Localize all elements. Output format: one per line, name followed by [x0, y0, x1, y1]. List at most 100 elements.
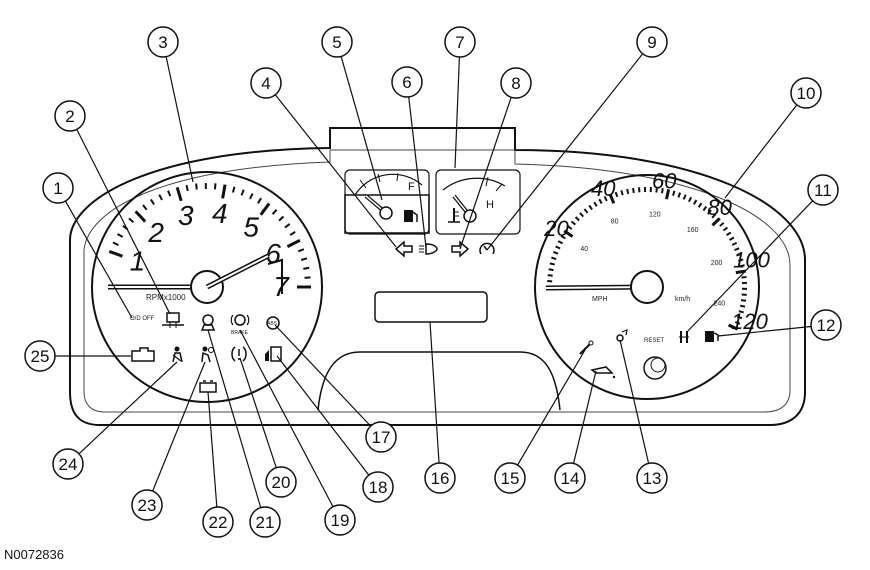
abs-icon: ABS	[266, 316, 280, 330]
kmh-scale-label: 80	[611, 218, 619, 225]
callout-5: 5	[321, 26, 353, 58]
speedo-tick	[740, 299, 747, 302]
callout-8: 8	[500, 67, 532, 99]
coolant-temp-icon	[448, 208, 460, 223]
tach-tick	[278, 215, 285, 222]
callout-number: 8	[511, 74, 520, 93]
low-fuel-icon	[705, 331, 719, 342]
tach-scale-label: 3	[178, 200, 194, 231]
leader-line	[717, 325, 812, 337]
speedo-tick	[697, 202, 703, 208]
speedo-tick	[722, 226, 728, 232]
tach-tick	[284, 223, 291, 229]
callout-number: 15	[501, 469, 520, 488]
leader-line	[239, 329, 334, 508]
callout-number: 21	[256, 513, 275, 532]
tach-tick	[259, 202, 271, 216]
leader-line	[408, 96, 427, 248]
tach-scale-label: 5	[243, 212, 259, 243]
callout-22: 22	[202, 506, 234, 538]
callout-23: 23	[131, 489, 163, 521]
leader-line	[517, 349, 586, 466]
callout-number: 19	[331, 511, 350, 530]
speedo-tick	[738, 310, 744, 314]
leader-line	[165, 56, 194, 183]
callout-number: 14	[561, 469, 580, 488]
tach-tick	[257, 197, 262, 204]
callout-number: 9	[647, 33, 656, 52]
charging-icon	[616, 329, 628, 342]
leader-line	[454, 56, 461, 169]
leader-line	[340, 56, 383, 201]
tach-unit-label: RPMx1000	[146, 293, 186, 302]
callout-number: 20	[272, 473, 291, 492]
tach-tick	[185, 184, 189, 192]
airbag-icon	[201, 346, 214, 363]
tach-tick	[142, 204, 148, 211]
speedo-tick	[620, 190, 624, 196]
headlamp-icon	[419, 243, 438, 255]
tach-redline	[267, 258, 283, 294]
tach-tick	[271, 209, 278, 215]
speedo-tick	[555, 245, 561, 250]
od-off-indicator: O/D OFF	[130, 316, 155, 322]
speedo-tick	[711, 213, 717, 219]
speed-control-icon	[479, 242, 495, 255]
tach-tick	[286, 238, 301, 248]
leader-line	[239, 357, 277, 468]
mph-scale-label: 120	[731, 309, 768, 334]
four-by-four-icon	[679, 331, 689, 343]
speedo-tick	[738, 258, 744, 262]
reset-button-label: RESET	[644, 338, 664, 344]
mph-scale-label: 80	[707, 195, 732, 220]
speedo-tick	[552, 251, 559, 255]
tach-tick	[158, 194, 163, 201]
callout-number: 13	[643, 469, 662, 488]
speedo-tick	[682, 194, 687, 200]
speedo-tick	[588, 204, 593, 211]
speedo-tick	[548, 268, 554, 272]
mph-label: MPH	[592, 296, 608, 303]
wrench-icon	[579, 340, 594, 355]
abs-label: ABS	[267, 321, 278, 327]
callout-25: 25	[24, 340, 56, 372]
speedo-tick	[687, 196, 692, 203]
speedo-tick	[560, 235, 566, 240]
tach-scale-label: 2	[147, 217, 164, 248]
tach-tick	[297, 248, 305, 253]
callout-number: 18	[369, 478, 388, 497]
speedo-tick	[707, 209, 712, 215]
speedo-tick	[727, 323, 739, 331]
kmh-scale-label: 120	[649, 211, 661, 218]
speedo-tick	[557, 240, 564, 245]
leader-line	[78, 361, 178, 455]
speedo-tick	[677, 192, 682, 198]
tach-tick	[108, 250, 123, 258]
speedo-tick	[567, 225, 573, 230]
leader-line	[152, 361, 206, 492]
leader-line	[207, 391, 218, 508]
speedo-tick	[598, 198, 603, 204]
leader-line	[429, 321, 440, 464]
oil-pressure-icon	[590, 366, 616, 379]
tach-tick	[303, 266, 310, 270]
speedo-tick	[549, 262, 555, 266]
speedo-tick	[734, 321, 741, 325]
speedo-tick	[735, 269, 746, 275]
turn-right-icon	[451, 240, 470, 258]
callout-number: 10	[797, 84, 816, 103]
tach-scale-label: 6	[265, 238, 281, 269]
tire-pressure-icon	[231, 346, 247, 362]
seatbelt-icon	[172, 346, 183, 363]
temp-gauge: H	[435, 169, 521, 235]
callout-number: 25	[31, 347, 50, 366]
speedo-hub	[630, 270, 664, 304]
tach-tick	[289, 231, 296, 236]
callout-number: 12	[817, 316, 836, 335]
cluster-housing	[69, 127, 806, 426]
mph-scale-label: 20	[543, 216, 569, 241]
speedo-tick	[665, 189, 671, 200]
hood-ajar-icon	[200, 314, 216, 331]
message-display-window	[374, 291, 488, 323]
